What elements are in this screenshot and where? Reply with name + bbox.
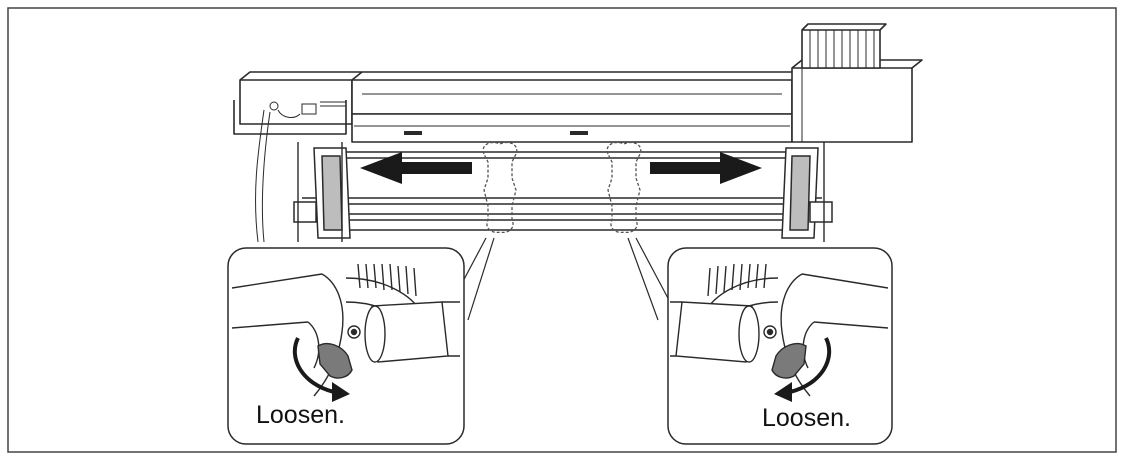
ink-cartridge-lines <box>809 30 875 68</box>
right-callout-panel <box>667 247 893 445</box>
rotate-counterclockwise-arrow-icon <box>292 337 350 402</box>
front-panel-marks <box>404 131 588 135</box>
left-media-stand <box>293 147 351 239</box>
right-media-stand <box>781 147 833 239</box>
media-shafts <box>302 151 822 231</box>
left-callout-panel <box>227 247 465 445</box>
right-callout-label: Loosen. <box>762 404 851 432</box>
right-lever-knob <box>771 342 807 379</box>
media-holder-left <box>482 141 518 234</box>
stand-legs <box>297 142 825 242</box>
callout-leader-lines <box>451 237 671 321</box>
left-callout-label: Loosen. <box>256 401 345 429</box>
media-holder-right <box>606 141 642 234</box>
control-panel-details <box>255 101 346 243</box>
arrow-right-icon <box>650 152 762 184</box>
printer-body <box>233 23 923 143</box>
rotate-clockwise-arrow-icon <box>774 337 832 402</box>
arrow-left-icon <box>360 152 472 184</box>
figure-border <box>7 7 1117 453</box>
left-lever-knob <box>317 342 353 379</box>
